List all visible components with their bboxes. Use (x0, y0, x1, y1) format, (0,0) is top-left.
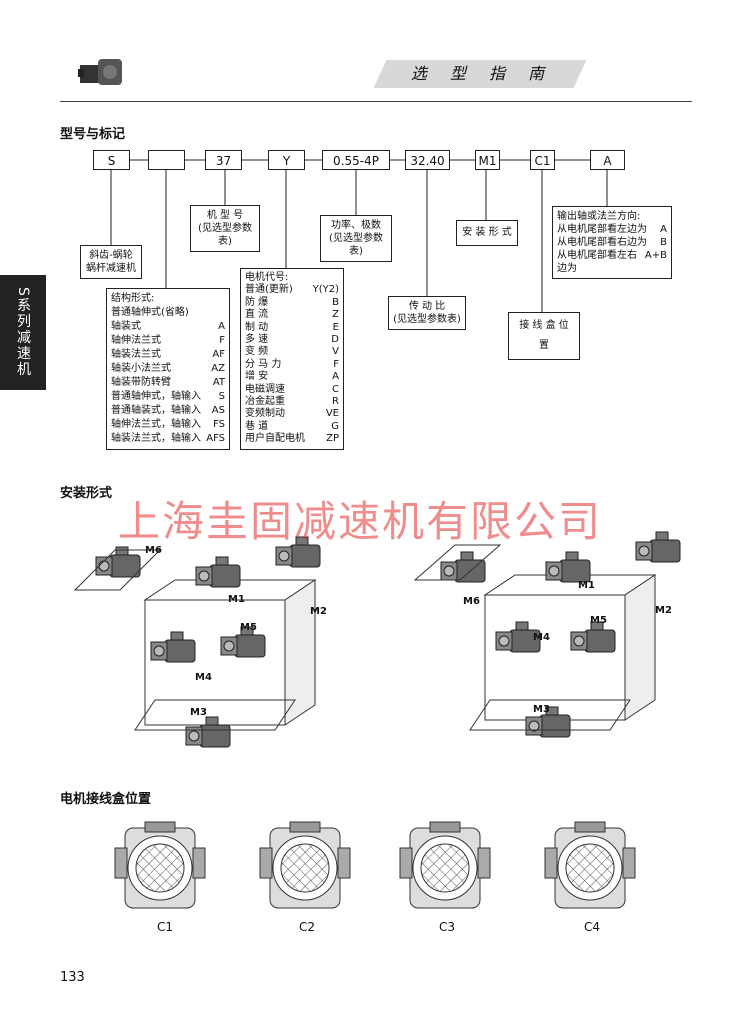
terminal-c4-figure (544, 821, 636, 909)
code-box-series: S (93, 150, 130, 170)
page-title: 选 型 指 南 (410, 64, 554, 83)
section-title-model: 型号与标记 (60, 127, 126, 142)
note-type-name: 斜齿-蜗轮 蜗杆减速机 (80, 245, 142, 279)
mount-label: M4 (195, 672, 212, 683)
mounting-left (73, 536, 321, 748)
note-frame: 机 型 号 (见选型参数表) (190, 205, 260, 252)
note-ratio: 传 动 比 (见选型参数表) (388, 296, 466, 330)
code-box-terminal: C1 (530, 150, 555, 170)
model-connector-lines (110, 159, 608, 312)
code-box-mounting: M1 (475, 150, 500, 170)
mount-label: M4 (533, 632, 550, 643)
gear-reducer-logo-icon (78, 59, 122, 85)
header-rule (60, 101, 692, 102)
mount-label: M2 (655, 605, 672, 616)
watermark: 上海圭固减速机有限公司 (117, 497, 602, 546)
terminal-label-c4: C4 (583, 920, 600, 934)
note-power: 功率、极数 (见选型参数表) (320, 215, 392, 262)
code-box-structure (148, 150, 185, 170)
section-title-mounting: 安装形式 (60, 486, 113, 501)
code-box-direction: A (590, 150, 625, 170)
mount-label: M2 (310, 606, 327, 617)
note-mounting: 安 装 形 式 (456, 220, 518, 246)
terminal-label-c1: C1 (156, 920, 173, 934)
mount-label: M1 (228, 594, 245, 605)
mount-label: M6 (145, 545, 162, 556)
section-title-terminal: 电机接线盒位置 (60, 792, 152, 807)
terminal-label-c2: C2 (298, 920, 315, 934)
structure-row: 普通轴伸式(省略) (111, 307, 189, 318)
terminal-diagrams (114, 821, 636, 909)
side-tab: S系列减速机 (0, 275, 46, 390)
code-box-ratio: 32.40 (405, 150, 450, 170)
mount-label: M1 (578, 580, 595, 591)
terminal-label-c3: C3 (438, 920, 455, 934)
page-number: 133 (60, 970, 85, 985)
mount-label: M6 (463, 596, 480, 607)
code-box-motor: Y (268, 150, 305, 170)
code-box-frame: 37 (205, 150, 242, 170)
mounting-right (413, 531, 681, 738)
mount-label: M3 (533, 704, 550, 715)
mount-label: M5 (590, 615, 607, 626)
mount-label: M5 (240, 622, 257, 633)
code-box-power: 0.55-4P (322, 150, 390, 170)
terminal-c2-figure (259, 821, 351, 909)
motor-row: 普通(更新)Y(Y2) (245, 284, 339, 296)
note-terminal-box: 接 线 盒 位 置 (508, 312, 580, 360)
terminal-c1-figure (114, 821, 206, 909)
mount-label: M3 (190, 707, 207, 718)
mounting-diagram (73, 531, 681, 748)
terminal-c3-figure (399, 821, 491, 909)
